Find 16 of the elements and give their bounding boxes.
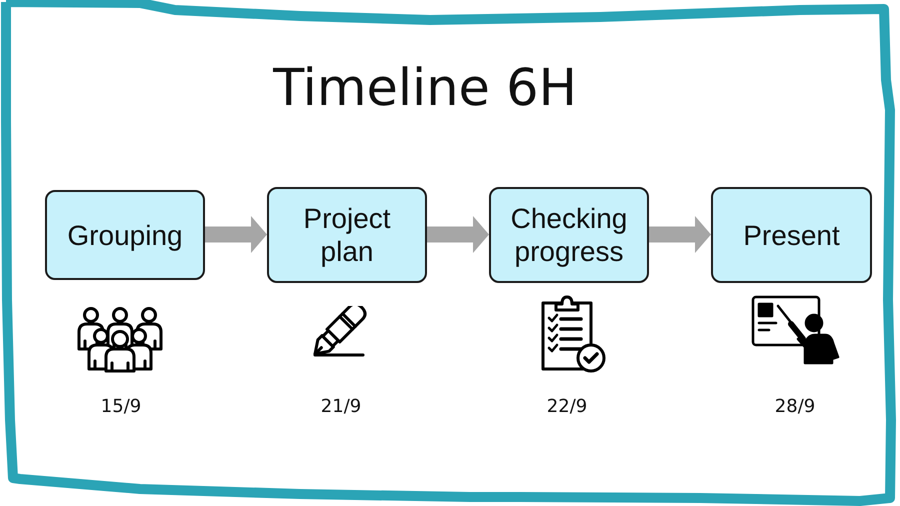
step-label: Present xyxy=(743,218,840,252)
date-label: 22/9 xyxy=(546,396,588,418)
step-label: Project plan xyxy=(302,202,392,268)
block-arrow xyxy=(649,216,711,253)
process-box xyxy=(711,187,872,283)
block-arrow xyxy=(205,216,267,253)
process-box xyxy=(267,187,427,283)
block-arrow xyxy=(427,216,489,253)
step-label: Grouping xyxy=(67,218,183,252)
date-label: 28/9 xyxy=(774,396,816,418)
process-box xyxy=(45,190,205,280)
process-box xyxy=(489,187,649,283)
date-label: 21/9 xyxy=(320,396,362,418)
date-label: 15/9 xyxy=(100,396,142,418)
title: Timeline 6H xyxy=(272,58,578,120)
step-label: Checking progress xyxy=(510,202,628,268)
